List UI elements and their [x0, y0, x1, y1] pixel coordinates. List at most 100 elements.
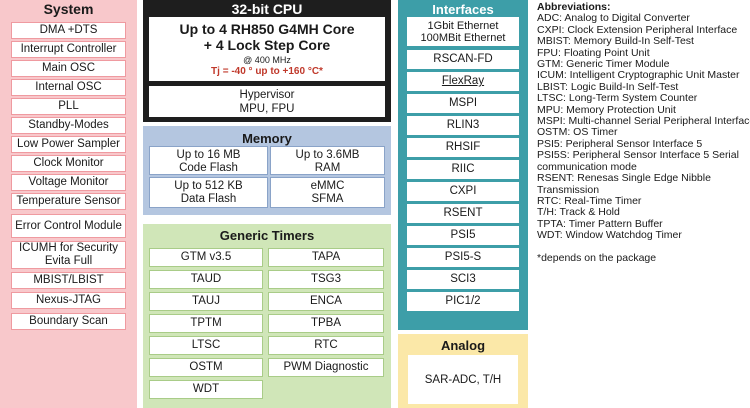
abbreviations-title: Abbreviations: [537, 1, 611, 13]
abbr-line: LTSC: Long-Term System Counter [537, 92, 698, 105]
ethernet-1gbit: 1Gbit Ethernet [427, 19, 499, 32]
cpu-title: 32-bit CPU [231, 1, 303, 17]
system-item-temperature-sensor: Temperature Sensor [11, 193, 126, 210]
system-panel: System DMA +DTS Interrupt Controller Mai… [0, 0, 137, 408]
timer-tsg3: TSG3 [268, 270, 384, 289]
interface-mspi: MSPI [407, 94, 519, 113]
abbr-line: CXPI: Clock Extension Peripheral Interfa… [537, 23, 738, 36]
timer-tapa: TAPA [268, 248, 384, 267]
ram-box: Up to 3.6MB RAM [270, 146, 385, 175]
emmc-label: eMMC [310, 180, 345, 192]
abbr-line: OSTM: OS Timer [537, 126, 618, 139]
interface-pic: PIC1/2 [407, 292, 519, 311]
memory-panel: Memory Up to 16 MB Code Flash Up to 3.6M… [143, 126, 391, 215]
system-item-dma: DMA +DTS [11, 22, 126, 39]
system-title: System [43, 1, 94, 17]
cpu-core-box: Up to 4 RH850 G4MH Core + 4 Lock Step Co… [149, 17, 385, 81]
abbr-line: FPU: Floating Point Unit [537, 46, 650, 59]
interface-rlin3: RLIN3 [407, 116, 519, 135]
timers-title: Generic Timers [219, 228, 315, 243]
abbr-line: RSENT: Renesas Single Edge Nibble [537, 172, 711, 185]
timer-ltsc: LTSC [149, 336, 263, 355]
ram-label: RAM [314, 162, 341, 174]
abbr-line: GTM: Generic Timer Module [537, 58, 670, 71]
generic-timers-panel: Generic Timers GTM v3.5 TAUD TAUJ TPTM L… [143, 224, 391, 408]
data-flash-box: Up to 512 KB Data Flash [149, 177, 268, 208]
memory-title: Memory [242, 131, 292, 146]
timer-enca: ENCA [268, 292, 384, 311]
ram-size: Up to 3.6MB [295, 149, 360, 161]
analog-title: Analog [440, 338, 486, 353]
system-item-clock-monitor: Clock Monitor [11, 155, 126, 172]
timer-rtc: RTC [268, 336, 384, 355]
sar-adc-box: SAR-ADC, T/H [408, 355, 518, 404]
system-item-low-power-sampler: Low Power Sampler [11, 136, 126, 153]
sfma-label: SFMA [311, 193, 344, 205]
icumh-line2: Evita Full [44, 255, 93, 267]
system-item-interrupt-controller: Interrupt Controller [11, 41, 126, 58]
timer-tptm: TPTM [149, 314, 263, 333]
abbr-line: MPU: Memory Protection Unit [537, 103, 676, 116]
interface-psi5: PSI5 [407, 226, 519, 245]
system-item-icumh: ICUMH for Security Evita Full [11, 241, 126, 269]
interface-rscan-fd: RSCAN-FD [407, 50, 519, 69]
cpu-temperature: Tj = -40 ° up to +160 °C* [211, 66, 323, 77]
timer-taud: TAUD [149, 270, 263, 289]
timer-tpba: TPBA [268, 314, 384, 333]
timer-wdt: WDT [149, 380, 263, 399]
abbr-footnote: *depends on the package [537, 251, 657, 264]
code-flash-box: Up to 16 MB Code Flash [149, 146, 268, 175]
ethernet-box: 1Gbit Ethernet 100MBit Ethernet [407, 17, 519, 46]
interface-rsent: RSENT [407, 204, 519, 223]
icumh-line1: ICUMH for Security [18, 242, 119, 254]
abbr-line: T/H: Track & Hold [537, 206, 620, 219]
code-flash-label: Code Flash [179, 162, 238, 174]
system-item-boundary-scan: Boundary Scan [11, 313, 126, 330]
abbreviations-list: Abbreviations: ADC: Analog to Digital Co… [537, 1, 750, 264]
system-item-error-control-module: Error Control Module [11, 214, 126, 238]
interface-riic: RIIC [407, 160, 519, 179]
system-item-voltage-monitor: Voltage Monitor [11, 174, 126, 191]
analog-panel: Analog SAR-ADC, T/H [398, 334, 528, 408]
system-item-main-osc: Main OSC [11, 60, 126, 77]
abbr-line: LBIST: Logic Build-In Self-Test [537, 80, 679, 93]
interface-rhsif: RHSIF [407, 138, 519, 157]
abbr-line: PSI5S: Peripheral Sensor Interface 5 Ser… [537, 149, 739, 162]
system-item-pll: PLL [11, 98, 126, 115]
abbr-line: RTC: Real-Time Timer [537, 194, 642, 207]
system-item-internal-osc: Internal OSC [11, 79, 126, 96]
timer-pwm-diagnostic: PWM Diagnostic [268, 358, 384, 377]
data-flash-size: Up to 512 KB [174, 180, 243, 192]
abbr-line: WDT: Window Watchdog Timer [537, 229, 682, 242]
abbr-line: MBIST: Memory Build-In Self-Test [537, 35, 694, 48]
interfaces-title: Interfaces [432, 2, 494, 17]
system-item-mbist-lbist: MBIST/LBIST [11, 272, 126, 289]
ethernet-100mbit: 100MBit Ethernet [420, 31, 506, 44]
code-flash-size: Up to 16 MB [176, 149, 241, 161]
abbr-line: ADC: Analog to Digital Converter [537, 12, 690, 25]
emmc-sfma-box: eMMC SFMA [270, 177, 385, 208]
hypervisor-label: Hypervisor [239, 89, 295, 101]
cpu-panel: 32-bit CPU Up to 4 RH850 G4MH Core + 4 L… [143, 0, 391, 122]
system-item-nexus-jtag: Nexus-JTAG [11, 292, 126, 309]
data-flash-label: Data Flash [180, 193, 237, 205]
abbr-line: TPTA: Timer Pattern Buffer [537, 217, 663, 230]
abbr-line: Transmission [537, 183, 600, 196]
hypervisor-box: Hypervisor MPU, FPU [149, 86, 385, 117]
interface-flexray: FlexRay [407, 72, 519, 91]
timer-gtm: GTM v3.5 [149, 248, 263, 267]
interface-cxpi: CXPI [407, 182, 519, 201]
timer-tauj: TAUJ [149, 292, 263, 311]
interface-sci3: SCI3 [407, 270, 519, 289]
interface-psi5-s: PSI5-S [407, 248, 519, 267]
abbr-line: MSPI: Multi-channel Serial Peripheral In… [537, 115, 750, 128]
abbr-line: PSI5: Peripheral Sensor Interface 5 [537, 137, 703, 150]
interfaces-panel: Interfaces 1Gbit Ethernet 100MBit Ethern… [398, 0, 528, 330]
abbr-line: ICUM: Intelligent Cryptographic Unit Mas… [537, 69, 740, 82]
cpu-frequency: @ 400 MHz [243, 55, 291, 65]
cpu-core-line1: Up to 4 RH850 G4MH Core [179, 21, 355, 37]
timer-ostm: OSTM [149, 358, 263, 377]
cpu-core-line2: + 4 Lock Step Core [203, 37, 331, 53]
system-item-standby-modes: Standby-Modes [11, 117, 126, 134]
mpu-fpu-label: MPU, FPU [239, 103, 295, 115]
